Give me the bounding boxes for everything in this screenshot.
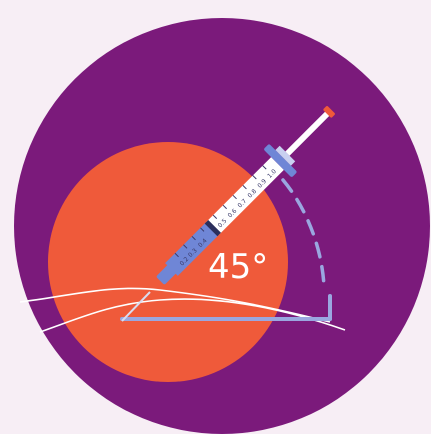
angle-label: 45° bbox=[208, 247, 268, 287]
